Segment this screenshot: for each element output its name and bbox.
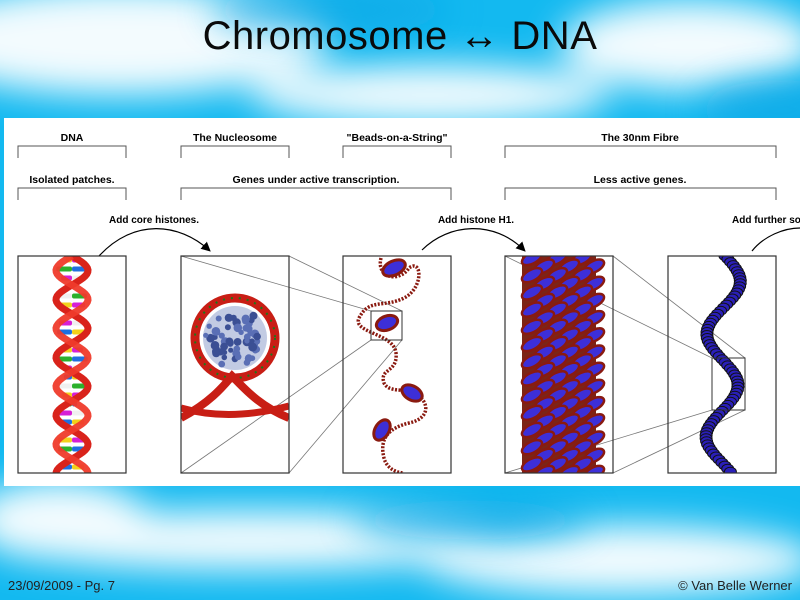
fibre-bead (557, 464, 581, 473)
histone-blob (245, 325, 253, 333)
chromatin-diagram: DNA The Nucleosome "Beads-on-a-String" T… (17, 132, 800, 474)
beads-on-a-string (356, 257, 428, 473)
fibre-bead (532, 464, 556, 473)
histone-blob (234, 353, 242, 361)
histone-blob (248, 342, 258, 352)
zoom-line (288, 339, 403, 474)
arrow-core-histones (98, 228, 211, 257)
fibre-bead (520, 370, 544, 387)
histone-blob (203, 332, 209, 338)
fibre-bead (520, 421, 544, 439)
coil-bead (723, 466, 737, 473)
fibre-bead (520, 335, 544, 353)
histone-blob (253, 332, 261, 341)
header-beads: "Beads-on-a-String" (347, 132, 448, 144)
fibre-bead (520, 266, 544, 284)
histone-blob (241, 314, 250, 323)
histone-blob (243, 359, 251, 366)
nucleosome (181, 293, 289, 422)
header-30nm-fibre: The 30nm Fibre (601, 132, 679, 144)
histone-blob (218, 360, 226, 368)
fibre-bead (520, 318, 544, 336)
fibre-bead (520, 256, 544, 267)
fibre-bead (520, 438, 544, 456)
histone-blob (224, 313, 233, 322)
chromatin-figure: DNA The Nucleosome "Beads-on-a-String" T… (4, 118, 800, 486)
fibre-bead (582, 464, 606, 473)
histone-blob (233, 338, 242, 346)
histone-blob (210, 341, 220, 350)
histone-blob (218, 332, 225, 339)
subheader-less-active: Less active genes. (594, 174, 687, 186)
histone-blob (249, 338, 255, 344)
histone-blob (215, 315, 222, 322)
zoom-line (612, 255, 746, 359)
fibre-bead (520, 284, 544, 301)
histone-blob (206, 333, 215, 343)
arrow-label-histone-h1: Add histone H1. (438, 215, 514, 226)
footer-date: 23/09/2009 - Pg. 7 (8, 578, 115, 593)
slide-title: Chromosome ↔ DNA (202, 14, 598, 58)
fibre-bead (520, 387, 544, 404)
fibre-bead (520, 404, 544, 422)
histone-blob (228, 347, 234, 353)
histone-blob (224, 324, 231, 331)
histone-blob (211, 327, 221, 336)
histone-blob (212, 349, 221, 358)
histone-blob (221, 354, 228, 361)
subheader-isolated: Isolated patches. (29, 174, 114, 186)
header-dna: DNA (61, 132, 84, 144)
coiled-fibre (699, 256, 747, 473)
histone-blob (227, 339, 234, 347)
arrow-label-core-histones: Add core histones. (109, 215, 199, 226)
histone-blob (238, 329, 244, 335)
arrow-label-further: Add further so (732, 215, 800, 226)
dna-helix (52, 256, 92, 473)
header-nucleosome: The Nucleosome (193, 132, 277, 144)
fibre-bead (520, 352, 544, 370)
zoom-line (180, 255, 372, 312)
histone-blob (220, 342, 229, 351)
footer-author: © Van Belle Werner (678, 578, 792, 593)
zoom-line (612, 409, 746, 474)
histone-blob (206, 323, 212, 329)
30nm-fibre (520, 256, 606, 473)
fibre-bead (520, 301, 544, 318)
histone-blob (248, 317, 255, 324)
fibre-bead (520, 456, 544, 473)
subheader-active: Genes under active transcription. (233, 174, 400, 186)
arrow-further (751, 227, 800, 252)
histone-blob (244, 338, 250, 344)
arrow-histone-h1 (421, 228, 526, 252)
zoom-line (288, 255, 403, 312)
